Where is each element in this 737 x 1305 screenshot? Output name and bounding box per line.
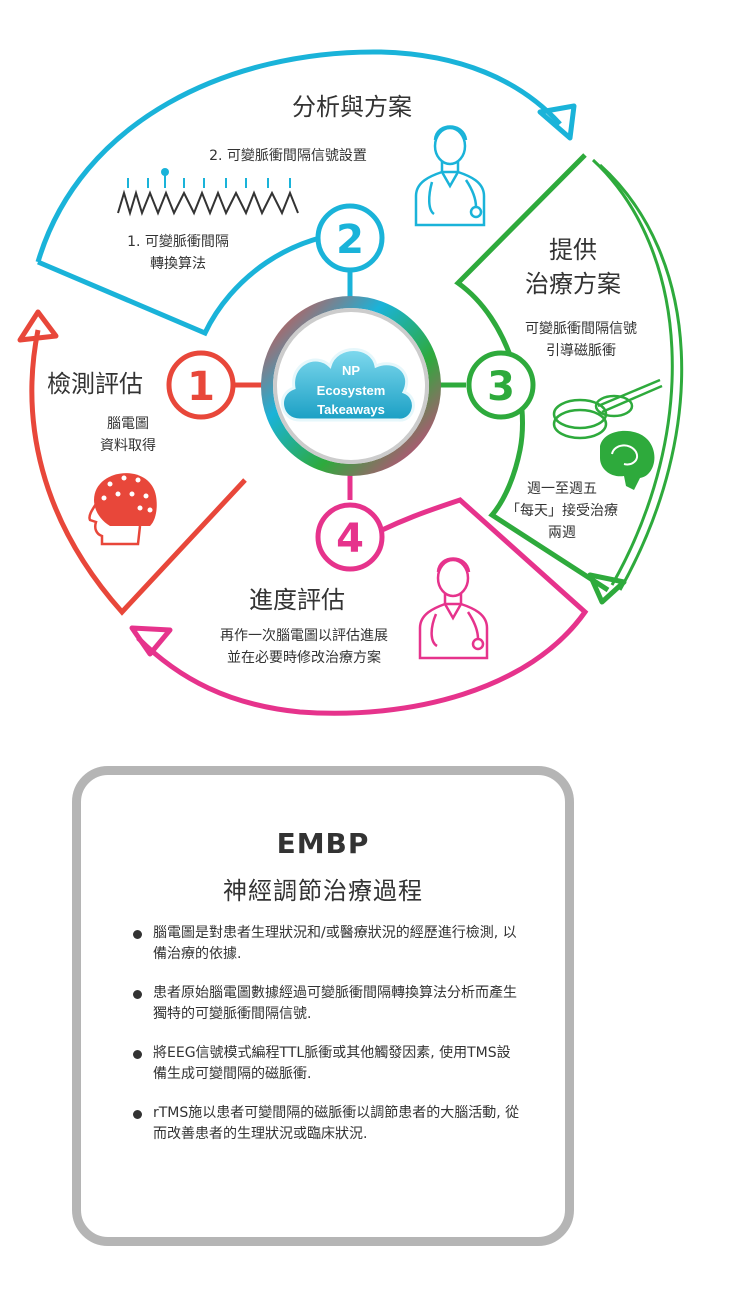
step-2-title: 分析與方案: [292, 93, 412, 121]
step-2-number: 2: [336, 217, 364, 263]
center-label-line2: Ecosystem: [317, 383, 386, 398]
step-3-schedule-line3: 兩週: [548, 525, 576, 541]
step-2-desc-line1: 1. 可變脈衝間隔: [127, 234, 229, 250]
step-3-title-line1: 提供: [549, 236, 597, 264]
cloud-icon: [281, 348, 415, 422]
step-3-badge: 3: [466, 350, 536, 420]
doctor-icon: [414, 125, 486, 227]
step-1-title: 檢測評估: [47, 370, 143, 398]
arc-step-1: [17, 309, 247, 616]
brain-coil-icon: [552, 378, 663, 490]
center-inner-ring: [273, 308, 429, 464]
step-3-number: 3: [487, 364, 515, 410]
center-ring: [261, 296, 441, 476]
arc-step-4: [129, 497, 589, 716]
step-3-desc-line2: 引導磁脈衝: [546, 343, 616, 359]
arc-step-3: [454, 153, 684, 605]
step-1-desc-line2: 資料取得: [100, 437, 156, 454]
step-2-desc-top: 2. 可變脈衝間隔信號設置: [209, 148, 367, 164]
center-label-line1: NP: [342, 363, 360, 378]
step-4-badge: 4: [315, 502, 385, 572]
bullet-list: 腦電圖是對患者生理狀況和/或醫療狀況的經歷進行檢測, 以備治療的依據. 患者原始…: [131, 923, 521, 1163]
step-3-schedule-line1: 週一至週五: [527, 481, 597, 497]
eeg-head-icon: [88, 473, 157, 546]
step-1-badge: 1: [166, 350, 236, 420]
pulse-waveform-icon: [117, 168, 299, 217]
step-3-desc-line1: 可變脈衝間隔信號: [525, 321, 637, 337]
treatment-cycle-diagram: NP Ecosystem Takeaways 1 2 3 4 分析與方案 2. …: [17, 49, 684, 716]
bullet-item: rTMS施以患者可變間隔的磁脈衝以調節患者的大腦活動, 從而改善患者的生理狀況或…: [131, 1103, 521, 1145]
step-4-number: 4: [336, 516, 364, 562]
bullet-item: 患者原始腦電圖數據經過可變脈衝間隔轉換算法分析而產生獨特的可變脈衝間隔信號.: [131, 983, 521, 1025]
center-label-line3: Takeaways: [317, 402, 385, 417]
step-2-badge: 2: [315, 203, 385, 273]
card-subtitle: 神經調節治療過程: [223, 877, 423, 905]
step-1-number: 1: [187, 364, 215, 410]
bullet-item: 腦電圖是對患者生理狀況和/或醫療狀況的經歷進行檢測, 以備治療的依據.: [131, 923, 521, 965]
card-title: EMBP: [276, 827, 370, 860]
step-4-title: 進度評估: [249, 586, 345, 614]
doctor-icon: [418, 557, 489, 660]
step-4-desc-line1: 再作一次腦電圖以評估進展: [220, 628, 388, 644]
bullet-item: 將EEG信號模式編程TTL脈衝或其他觸發因素, 使用TMS設備生成可變間隔的磁脈…: [131, 1043, 521, 1085]
step-3-title-line2: 治療方案: [525, 270, 621, 298]
step-4-desc-line2: 並在必要時修改治療方案: [227, 649, 381, 666]
info-card: EMBP 神經調節治療過程 腦電圖是對患者生理狀況和/或醫療狀況的經歷進行檢測,…: [72, 766, 574, 1246]
step-3-schedule-line2: 「每天」接受治療: [506, 502, 618, 519]
step-2-desc-line2: 轉換算法: [150, 256, 206, 272]
step-1-desc-line1: 腦電圖: [107, 416, 149, 432]
